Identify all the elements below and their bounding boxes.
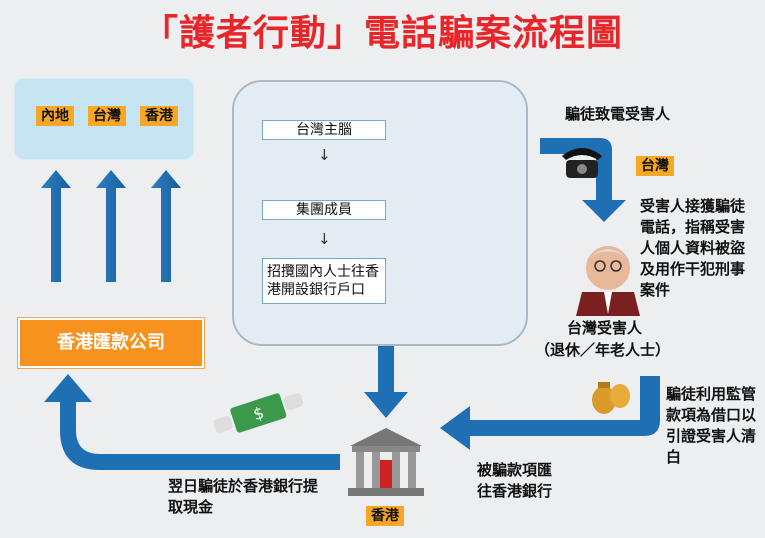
tag-taiwan-dest: 台灣 — [88, 106, 126, 126]
remittance-company-box: 香港匯款公司 — [18, 318, 204, 368]
label-withdraw-cash: 翌日騙徒於香港銀行提取現金 — [168, 477, 319, 516]
money-arrow-icon — [440, 376, 660, 450]
tag-taiwan: 台灣 — [636, 156, 674, 176]
step-gang-members: 集團成員 — [262, 200, 386, 220]
step-taiwan-boss: 台灣主腦 — [262, 120, 386, 140]
call-arrow-icon — [540, 138, 626, 222]
label-supervision-pretext: 騙徒利用監管款項為借口以引證受害人清白 — [666, 385, 757, 466]
banknote-icon: $ — [213, 393, 304, 433]
up-arrow-icon — [151, 170, 181, 282]
step-recruit: 招攬國內人士往香港開設銀行戶口 — [262, 258, 386, 304]
telephone-icon — [562, 148, 602, 178]
tag-hongkong: 香港 — [366, 506, 404, 526]
up-arrow-icon — [41, 170, 71, 282]
tag-mainland: 內地 — [36, 106, 74, 126]
tag-hongkong-dest: 香港 — [140, 106, 178, 126]
down-arrow-icon: ↓ — [318, 230, 331, 248]
label-taiwan-victim: 台灣受害人 — [567, 319, 643, 337]
label-victim-receives: 受害人接獲騙徒電話，指稱受害人個人資料被盜及用作干犯刑事案件 — [640, 197, 746, 299]
label-to-hk-bank: 被騙款項匯往香港銀行 — [477, 461, 553, 500]
money-bag-icon — [592, 382, 630, 414]
down-arrow-icon: ↓ — [318, 146, 331, 164]
withdraw-arrow-icon — [44, 374, 340, 470]
up-arrow-icon — [96, 170, 126, 282]
label-victim-desc: （退休／年老人士） — [535, 341, 671, 359]
page-title: 「護者行動」電話騙案流程圖 — [141, 13, 623, 54]
label-scammer-calls: 騙徒致電受害人 — [565, 105, 671, 123]
victim-icon — [576, 246, 640, 316]
bank-icon — [348, 428, 424, 496]
down-arrow-icon — [364, 346, 408, 418]
